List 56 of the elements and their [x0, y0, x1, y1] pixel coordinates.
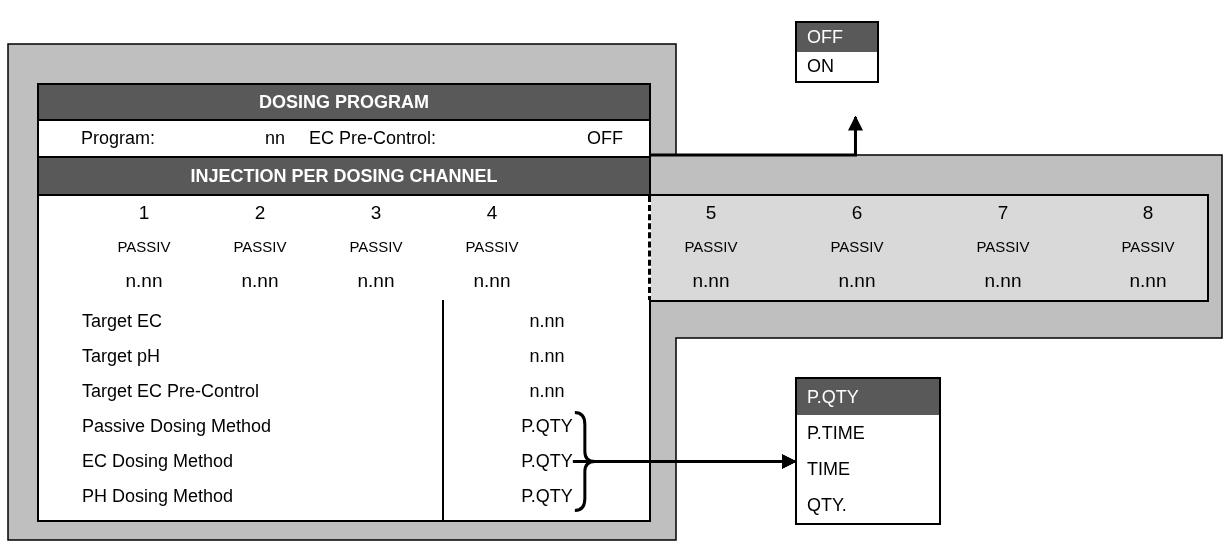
channel-number: 3	[370, 201, 382, 225]
setting-name: Passive Dosing Method	[82, 415, 272, 438]
selected-option: OFF	[797, 23, 877, 52]
setting-name: EC Dosing Method	[82, 450, 235, 473]
channel-number: 1	[138, 201, 150, 225]
dosing-mode: PASSIV	[465, 237, 519, 257]
dosing-mode: PASSIV	[684, 237, 738, 257]
channel-number: 8	[1142, 201, 1154, 225]
dosing-mode: PASSIV	[233, 237, 287, 257]
dosing-mode: PASSIV	[1121, 237, 1175, 257]
dosing-mode: PASSIV	[830, 237, 884, 257]
channel-value: n.nn	[1129, 269, 1167, 293]
option-text: TIME	[806, 458, 851, 481]
channel-number: 2	[254, 201, 266, 225]
channel-value: n.nn	[984, 269, 1022, 293]
setting-name: Target pH	[82, 345, 162, 368]
field-label: EC Pre-Control:	[309, 128, 437, 149]
arrow	[651, 115, 863, 157]
setting-name: Target EC Pre-Control	[82, 380, 261, 403]
setting-name: PH Dosing Method	[82, 485, 235, 508]
selected-option: P.QTY	[797, 379, 939, 415]
field-value: nn	[264, 128, 285, 149]
channel-number: 7	[997, 201, 1009, 225]
option-text: QTY.	[806, 494, 848, 517]
setting-value: P.QTY	[521, 409, 573, 444]
option-list	[795, 21, 879, 83]
channel-number: 5	[705, 201, 717, 225]
header-text: DOSING PROGRAM	[259, 91, 429, 113]
channel-value: n.nn	[125, 269, 163, 293]
dosing-mode: PASSIV	[117, 237, 171, 257]
setting-value: P.QTY	[521, 444, 573, 479]
channel-value: n.nn	[241, 269, 279, 293]
channel-value: n.nn	[473, 269, 511, 293]
table-cell	[37, 121, 299, 158]
channel-value: n.nn	[357, 269, 395, 293]
option-text: P.TIME	[806, 422, 866, 445]
setting-value: n.nn	[529, 304, 565, 339]
field-label: Program:	[81, 128, 156, 149]
header-text: INJECTION PER DOSING CHANNEL	[190, 165, 498, 187]
setting-name: Target EC	[82, 310, 164, 333]
bracket-arrow	[574, 454, 797, 512]
channel-number: 6	[851, 201, 863, 225]
option-list	[795, 377, 941, 525]
channel-value: n.nn	[838, 269, 876, 293]
setting-value: n.nn	[529, 374, 565, 409]
table-cell	[297, 121, 651, 158]
dosing-mode: PASSIV	[976, 237, 1030, 257]
table-header	[37, 156, 651, 196]
option-text: ON	[806, 55, 835, 78]
setting-value: n.nn	[529, 339, 565, 374]
dosing-mode: PASSIV	[349, 237, 403, 257]
channel-number: 4	[486, 201, 498, 225]
channel-value: n.nn	[692, 269, 730, 293]
setting-value: P.QTY	[521, 479, 573, 514]
table-header	[37, 83, 651, 121]
field-value: OFF	[587, 128, 623, 149]
